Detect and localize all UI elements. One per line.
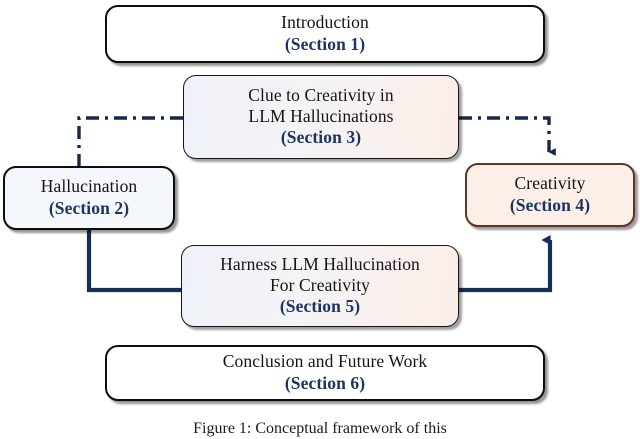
node-introduction-title: Introduction (281, 12, 369, 33)
node-creativity-title: Creativity (514, 173, 586, 194)
node-hallucination[interactable]: Hallucination (Section 2) (3, 166, 175, 230)
edge-hallucination-to-harness (86, 230, 181, 293)
node-harness-title-line1: Harness LLM Hallucination (220, 253, 420, 274)
edge-clue-to-creativity (459, 116, 556, 156)
figure-caption: Figure 1: Conceptual framework of this (193, 420, 447, 437)
node-conclusion-title: Conclusion and Future Work (222, 351, 428, 372)
node-conclusion-section: (Section 6) (284, 372, 366, 393)
node-harness-title-line2: For Creativity (269, 275, 371, 296)
edge-harness-to-creativity (459, 235, 553, 293)
node-creativity[interactable]: Creativity (Section 4) (465, 163, 635, 227)
node-creativity-section: (Section 4) (509, 194, 591, 215)
node-harness-llm-hallucination[interactable]: Harness LLM Hallucination For Creativity… (181, 245, 459, 327)
node-harness-section: (Section 5) (279, 296, 361, 317)
node-introduction-section: (Section 1) (284, 33, 366, 54)
node-hallucination-title: Hallucination (40, 176, 138, 197)
node-clue-title-line2: LLM Hallucinations (248, 106, 394, 127)
node-clue-section: (Section 3) (280, 127, 362, 148)
node-hallucination-section: (Section 2) (48, 197, 130, 218)
node-clue-title-line1: Clue to Creativity in (248, 84, 394, 105)
node-clue-to-creativity[interactable]: Clue to Creativity in LLM Hallucinations… (183, 75, 459, 159)
node-conclusion[interactable]: Conclusion and Future Work (Section 6) (105, 345, 545, 401)
edge-clue-to-hallucination (77, 116, 183, 167)
node-introduction[interactable]: Introduction (Section 1) (105, 5, 545, 63)
